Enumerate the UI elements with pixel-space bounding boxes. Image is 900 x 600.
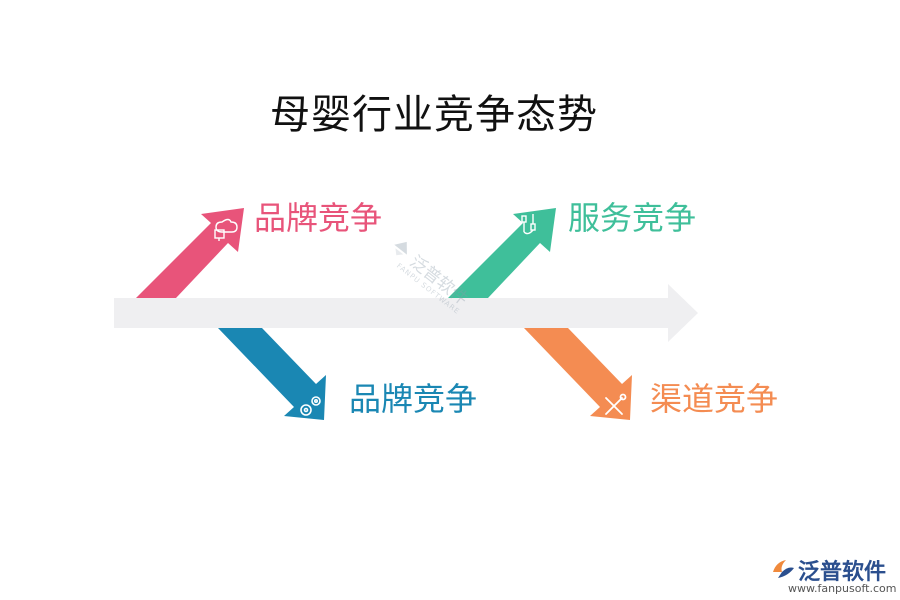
fanpu-logo-icon [773,560,794,578]
fanpu-logo-icon [394,241,407,256]
branch-arrow-2 [448,208,556,298]
tools-icon [605,393,627,415]
brand-logo: 泛普软件 www.fanpusoft.com [770,554,897,598]
branch-label-4: 渠道竞争 [650,380,779,418]
branch-arrow-4 [524,328,632,420]
usb-cable-icon [521,214,536,235]
main-spine-arrow [114,284,698,342]
branch-arrow-1 [136,208,244,298]
page-title: 母婴行业竞争态势 [270,92,598,138]
brand-url: www.fanpusoft.com [788,582,897,595]
branch-label-2: 服务竞争 [568,199,697,237]
watermark: 泛普软件 FANPU SOFTWARE [351,232,487,363]
branch-label-1: 品牌竞争 [254,199,383,237]
branch-label-3: 品牌竞争 [349,380,478,418]
branch-arrow-3 [218,328,326,420]
gears-icon [300,396,321,416]
brand-name: 泛普软件 [798,560,887,585]
cloud-monitor-icon [214,218,238,241]
